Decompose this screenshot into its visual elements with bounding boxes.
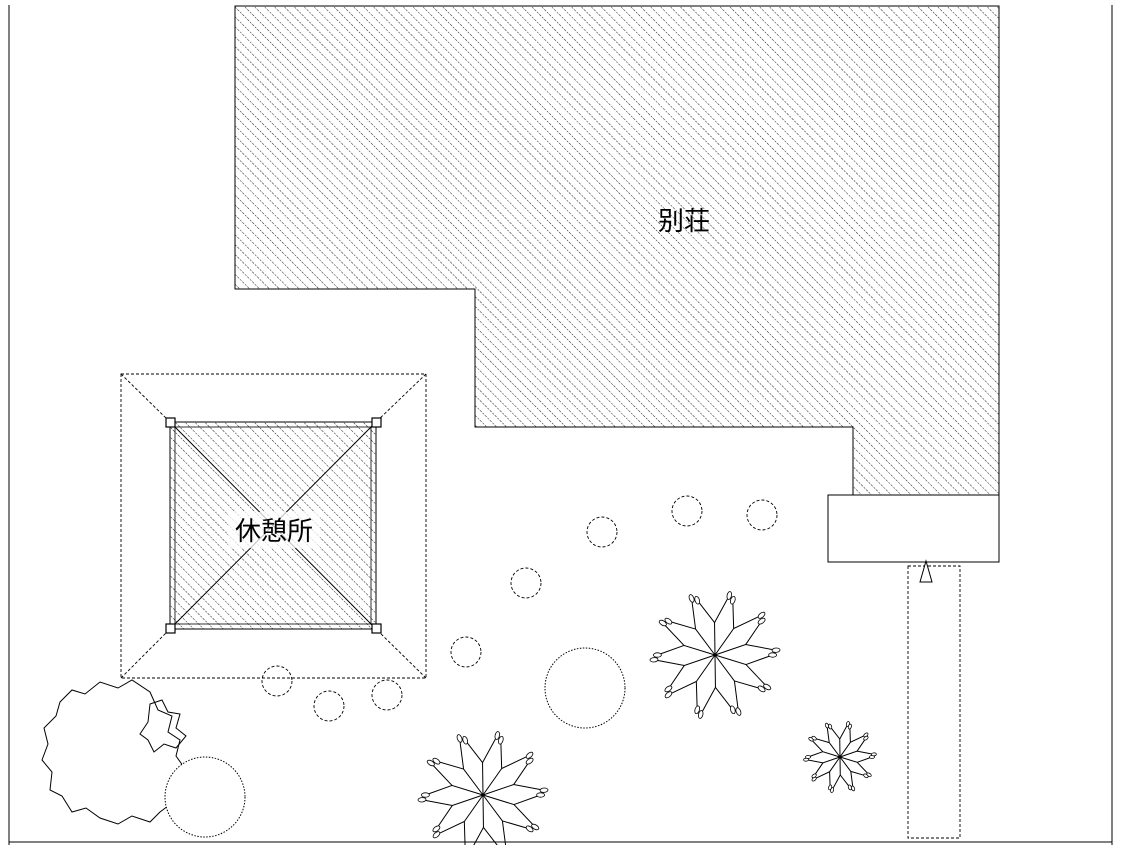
tree-leaf [694,595,701,605]
pavilion-inner-frame [174,426,372,625]
tree-leaf [432,757,441,765]
tree-leaf [539,787,549,793]
tree-leaf [768,652,777,658]
tree-leaf [863,773,869,779]
tree-leaf [658,619,667,627]
tree-leaf [417,797,427,803]
stepping-stone [671,495,703,527]
tree-leaf [771,647,781,653]
tree-leaf [525,757,534,765]
tree-round-center [544,647,626,729]
tree-leaf [664,617,673,625]
stepping-stone [586,516,618,548]
tree-leaf [420,792,430,798]
tree-leaf [697,710,704,719]
pavilion-column [165,623,176,634]
tree-branching-upper [649,591,781,719]
tree-leaf [763,683,772,691]
tree-leaf [828,784,833,791]
shrub-large-left [41,679,187,825]
tree-branching-lower [417,731,549,845]
pavilion-roof-hip [120,373,171,423]
tree-leaf [805,755,811,759]
tree-leaf [757,685,766,693]
tree-leaf [649,657,659,663]
pavilion-roof-hip [375,628,427,679]
tree-leaf [847,784,852,791]
pavilion-roof-hip [375,373,427,423]
tree-leaf [531,823,540,831]
tree-leaf [432,825,441,833]
tree-leaf [462,735,469,745]
rest-house-label-bg [228,512,320,548]
pavilion-column [371,623,382,634]
driveway [907,565,961,839]
tree-leaf [664,685,673,693]
tree-leaf [729,595,736,605]
tree-leaf [847,723,852,730]
tree-leaf [811,773,817,779]
tree-leaf [525,751,534,759]
shrub-small-cluster [139,699,187,753]
pavilion-column [165,417,176,428]
stepping-stone [371,679,403,711]
tree-leaf [729,705,736,715]
entrance-arrow-icon [919,559,933,583]
tree-branching-small [803,721,877,793]
tree-leaf [432,831,441,839]
stepping-stone [313,690,345,722]
tree-leaf [726,591,733,600]
tree-leaf [536,792,545,798]
stepping-stone [261,665,293,697]
tree-leaf [694,705,701,715]
tree-leaf [871,752,877,757]
tree-leaf [494,731,501,740]
stepping-stone [746,499,778,531]
tree-leaf [456,734,463,743]
stepping-stone [450,636,482,668]
pavilion-roof-outline [120,373,427,679]
tree-round-lower-left [164,756,246,838]
tree-leaf [688,594,695,603]
tree-leaf [757,611,766,619]
tree-leaf [664,691,673,699]
tree-leaf [426,759,435,767]
tree-leaf [828,723,833,730]
rest-house-label: 休憩所 [235,517,313,547]
tree-leaf [863,735,869,741]
pavilion-column [371,417,382,428]
tree-leaf [525,825,534,833]
tree-leaf [653,652,662,658]
villa-building [234,5,1000,496]
villa-label: 别荘 [658,207,710,237]
pavilion-roof-hip [120,628,171,679]
tree-leaf [735,707,742,716]
tree-leaf [811,735,817,741]
stepping-stone [510,567,542,599]
entrance-block [827,494,1000,563]
tree-leaf [497,735,504,745]
tree-leaf [757,617,766,625]
